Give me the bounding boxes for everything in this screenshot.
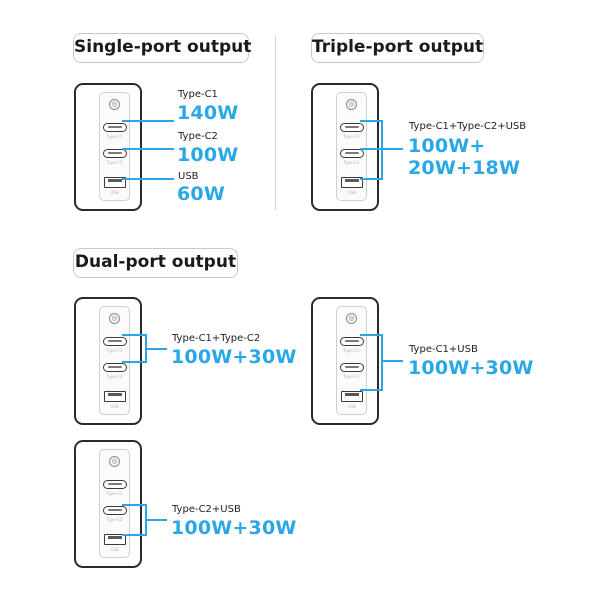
charger-face: ◎ Type-C1 Type-C2 USB: [336, 92, 367, 201]
dual-c1-usb-watts: 100W+30W: [408, 357, 534, 379]
triple-port-watts-line1: 100W+: [408, 135, 486, 157]
port-caption-usb: USB: [347, 190, 356, 195]
brand-logo-icon: ◎: [109, 456, 120, 467]
type-c1-label: Type-C1: [178, 89, 218, 100]
type-c1-watts: 140W: [177, 102, 239, 124]
port-caption-c1: Type-C1: [343, 134, 360, 139]
connector-line: [122, 148, 174, 150]
type-c1-port: [102, 123, 127, 132]
type-c1-port: [102, 337, 127, 346]
connector-line: [122, 120, 174, 122]
charger-face: ◎ Type-C1 Type-C2 USB: [336, 306, 367, 415]
type-c2-port: [102, 363, 127, 372]
brand-logo-icon: ◎: [346, 99, 357, 110]
connector-bracket: [381, 334, 383, 391]
single-port-title: Single-port output: [73, 33, 251, 63]
connector-line: [122, 334, 146, 336]
port-caption-c1: Type-C1: [106, 348, 123, 353]
type-c1-port: [339, 123, 364, 132]
triple-port-label: Type-C1+Type-C2+USB: [409, 121, 527, 132]
port-caption-c2: Type-C2: [106, 517, 123, 522]
port-caption-usb: USB: [110, 190, 119, 195]
dual-c1-usb-label: Type-C1+USB: [409, 344, 478, 355]
connector-line: [122, 504, 146, 506]
dual-c1-c2-label: Type-C1+Type-C2: [172, 333, 261, 344]
type-c2-port: [102, 506, 127, 515]
port-caption-c1: Type-C1: [343, 348, 360, 353]
connector-line: [360, 120, 382, 122]
type-c1-port: [102, 480, 127, 489]
usb-a-port: [103, 391, 126, 402]
brand-logo-icon: ◎: [346, 313, 357, 324]
connector-bracket: [381, 120, 383, 180]
usb-a-port: [103, 177, 126, 188]
column-divider: [275, 35, 276, 210]
connector-line: [381, 148, 403, 150]
connector-line: [145, 348, 167, 350]
port-caption-c1: Type-C1: [106, 491, 123, 496]
type-c2-port: [339, 363, 364, 372]
brand-logo-icon: ◎: [109, 313, 120, 324]
usb-a-port: [340, 391, 363, 402]
charger-triple-port: ◎ Type-C1 Type-C2 USB: [311, 83, 379, 211]
connector-line: [360, 178, 382, 180]
port-caption-usb: USB: [110, 404, 119, 409]
connector-line: [122, 178, 174, 180]
charger-face: ◎ Type-C1 Type-C2 USB: [99, 306, 130, 415]
usb-a-port: [103, 534, 126, 545]
connector-line: [122, 534, 146, 536]
port-caption-c2: Type-C2: [106, 160, 123, 165]
connector-line: [360, 148, 382, 150]
dual-port-title: Dual-port output: [73, 248, 238, 278]
charger-dual-c1-usb: ◎ Type-C1 Type-C2 USB: [311, 297, 379, 425]
type-c2-port: [339, 149, 364, 158]
port-caption-c2: Type-C2: [343, 374, 360, 379]
usb-a-port: [340, 177, 363, 188]
dual-c1-c2-watts: 100W+30W: [171, 346, 297, 368]
dual-c2-usb-watts: 100W+30W: [171, 517, 297, 539]
port-caption-c2: Type-C2: [343, 160, 360, 165]
brand-logo-icon: ◎: [109, 99, 120, 110]
type-c1-port: [339, 337, 364, 346]
port-caption-usb: USB: [110, 547, 119, 552]
usb-watts: 60W: [177, 183, 225, 205]
type-c2-watts: 100W: [177, 144, 239, 166]
dual-c2-usb-label: Type-C2+USB: [172, 504, 241, 515]
usb-label: USB: [178, 171, 199, 182]
triple-port-title: Triple-port output: [311, 33, 484, 63]
connector-line: [360, 334, 382, 336]
type-c2-port: [102, 149, 127, 158]
triple-port-watts-line2: 20W+18W: [408, 157, 521, 179]
charger-face: ◎ Type-C1 Type-C2 USB: [99, 92, 130, 201]
port-caption-c1: Type-C1: [106, 134, 123, 139]
charger-face: ◎ Type-C1 Type-C2 USB: [99, 449, 130, 558]
charger-single-port: ◎ Type-C1 Type-C2 USB: [74, 83, 142, 211]
port-caption-c2: Type-C2: [106, 374, 123, 379]
connector-line: [360, 389, 382, 391]
type-c2-label: Type-C2: [178, 131, 218, 142]
connector-line: [381, 360, 403, 362]
connector-line: [122, 361, 146, 363]
port-caption-usb: USB: [347, 404, 356, 409]
connector-line: [145, 519, 167, 521]
